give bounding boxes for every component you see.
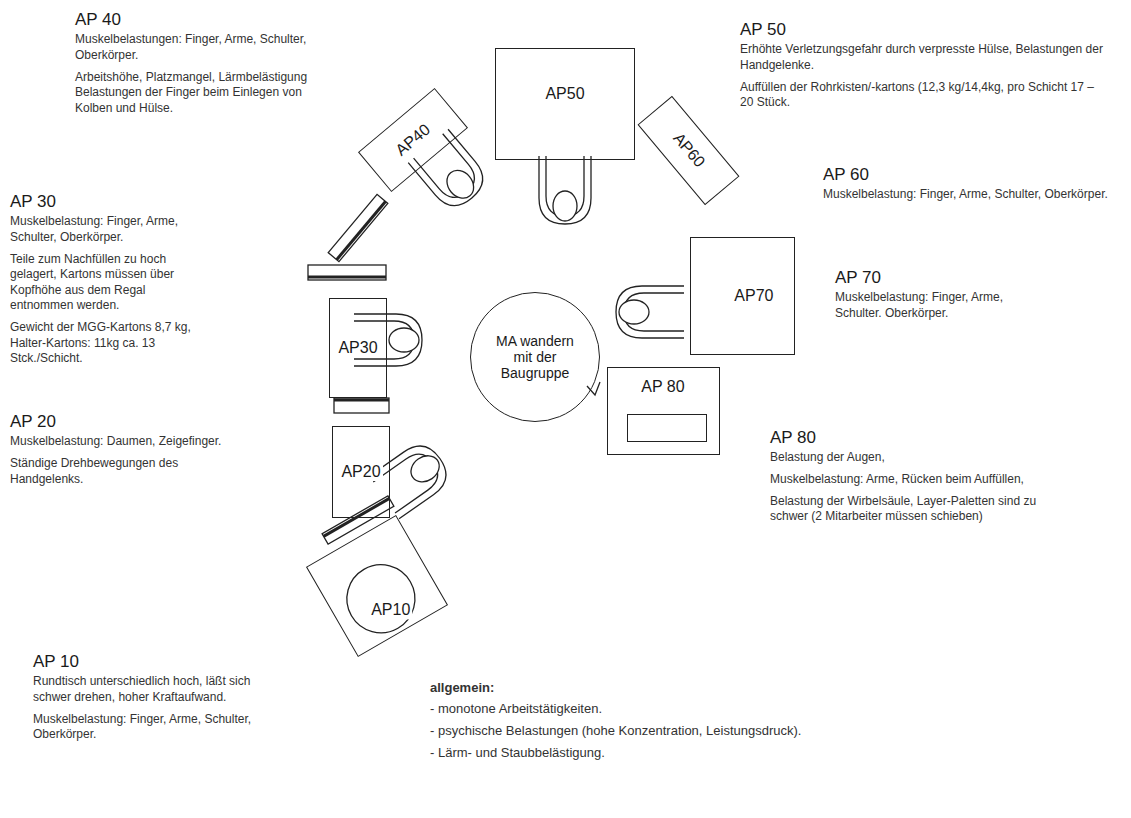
station-notes: AP 20 Muskelbelastung: Daumen, Zeigefinge… [10, 412, 225, 493]
station-heading: AP 50 [740, 20, 1110, 40]
note-text: Gewicht der MGG-Kartons 8,7 kg, Halter-K… [10, 320, 210, 367]
station-notes: AP 40Muskelbelastungen: Finger, Arme, Sc… [75, 10, 320, 122]
note-text: Teile zum Nachfüllen zu hoch gelagert, K… [10, 252, 210, 314]
note-text: Auffüllen der Rohrkisten/-kartons (12,3 … [740, 80, 1110, 111]
station-heading: AP 80 [770, 428, 1060, 448]
station-heading: AP 10 [33, 652, 273, 672]
station-notes: AP 80 Belastung der Augen, Muskelbelastung… [770, 428, 1060, 531]
station-heading: AP 60 [823, 165, 1123, 185]
note-text: Muskelbelastung: Arme, Rücken beim Auffü… [770, 472, 1060, 488]
station-label: AP50 [543, 85, 586, 103]
station-notes: AP 60 Muskelbelastung: Finger, Arme, Schu… [823, 165, 1123, 209]
note-text: - psychische Belastungen (hohe Konzentra… [430, 723, 990, 740]
note-text: - monotone Arbeitstätigkeiten. [430, 701, 990, 718]
station-label: AP 80 [639, 378, 686, 396]
station-notes: AP 50Erhöhte Verletzungsgefahr durch ver… [740, 20, 1110, 117]
note-text: Belastung der Wirbelsäule, Layer-Palette… [770, 494, 1060, 525]
note-text: - Lärm- und Staubbelästigung. [430, 745, 990, 762]
station-label: AP40 [391, 119, 436, 161]
note-text: Rundtisch unterschiedlich hoch, läßt sic… [33, 674, 273, 705]
monitor-box [627, 414, 707, 442]
notes-heading: allgemein: [430, 680, 990, 697]
process-circle: MA wandern mit der Baugruppe [470, 292, 600, 422]
workstation-box: AP30 [329, 298, 387, 398]
station-heading: AP 30 [10, 192, 210, 212]
station-notes: AP 30Muskelbelastung: Finger, Arme, Schu… [10, 192, 210, 373]
note-text: Erhöhte Verletzungsgefahr durch verpress… [740, 42, 1110, 73]
note-text: Belastung der Augen, [770, 450, 1060, 466]
workstation-box: AP20 [332, 426, 390, 518]
station-heading: AP 20 [10, 412, 225, 432]
note-text: Ständige Drehbewegungen des Handgelenks. [10, 456, 225, 487]
station-label: AP10 [369, 601, 412, 619]
station-label: AP20 [339, 463, 382, 481]
workstation-box: AP 80 [607, 367, 720, 455]
station-notes: AP 10Rundtisch unterschiedlich hoch, läß… [33, 652, 273, 749]
station-heading: AP 70 [835, 268, 1005, 288]
note-text: Muskelbelastungen: Finger, Arme, Schulte… [75, 32, 320, 63]
note-text: Muskelbelastung: Daumen, Zeigefinger. [10, 434, 225, 450]
note-text: Muskelbelastung: Finger, Arme, Schulter.… [835, 290, 1005, 321]
station-label: AP70 [732, 287, 775, 305]
station-label: AP60 [667, 128, 709, 173]
workstation-box: AP60 [637, 95, 739, 204]
station-notes: AP 70Muskelbelastung: Finger, Arme, Schu… [835, 268, 1005, 328]
workstation-box: AP50 [495, 48, 635, 160]
station-notes: allgemein: - monotone Arbeitstätigkeiten.… [430, 680, 990, 767]
note-text: Muskelbelastung: Finger, Arme, Schulter,… [33, 712, 273, 743]
station-label: MA wandern mit der Baugruppe [483, 333, 587, 381]
note-text: Muskelbelastung: Finger, Arme, Schulter,… [823, 187, 1123, 203]
note-text: Arbeitshöhe, Platzmangel, Lärmbelästigun… [75, 70, 320, 117]
station-heading: AP 40 [75, 10, 320, 30]
station-label: AP30 [336, 339, 379, 357]
note-text: Muskelbelastung: Finger, Arme, Schulter,… [10, 214, 210, 245]
workstation-box: AP70 [690, 237, 795, 355]
